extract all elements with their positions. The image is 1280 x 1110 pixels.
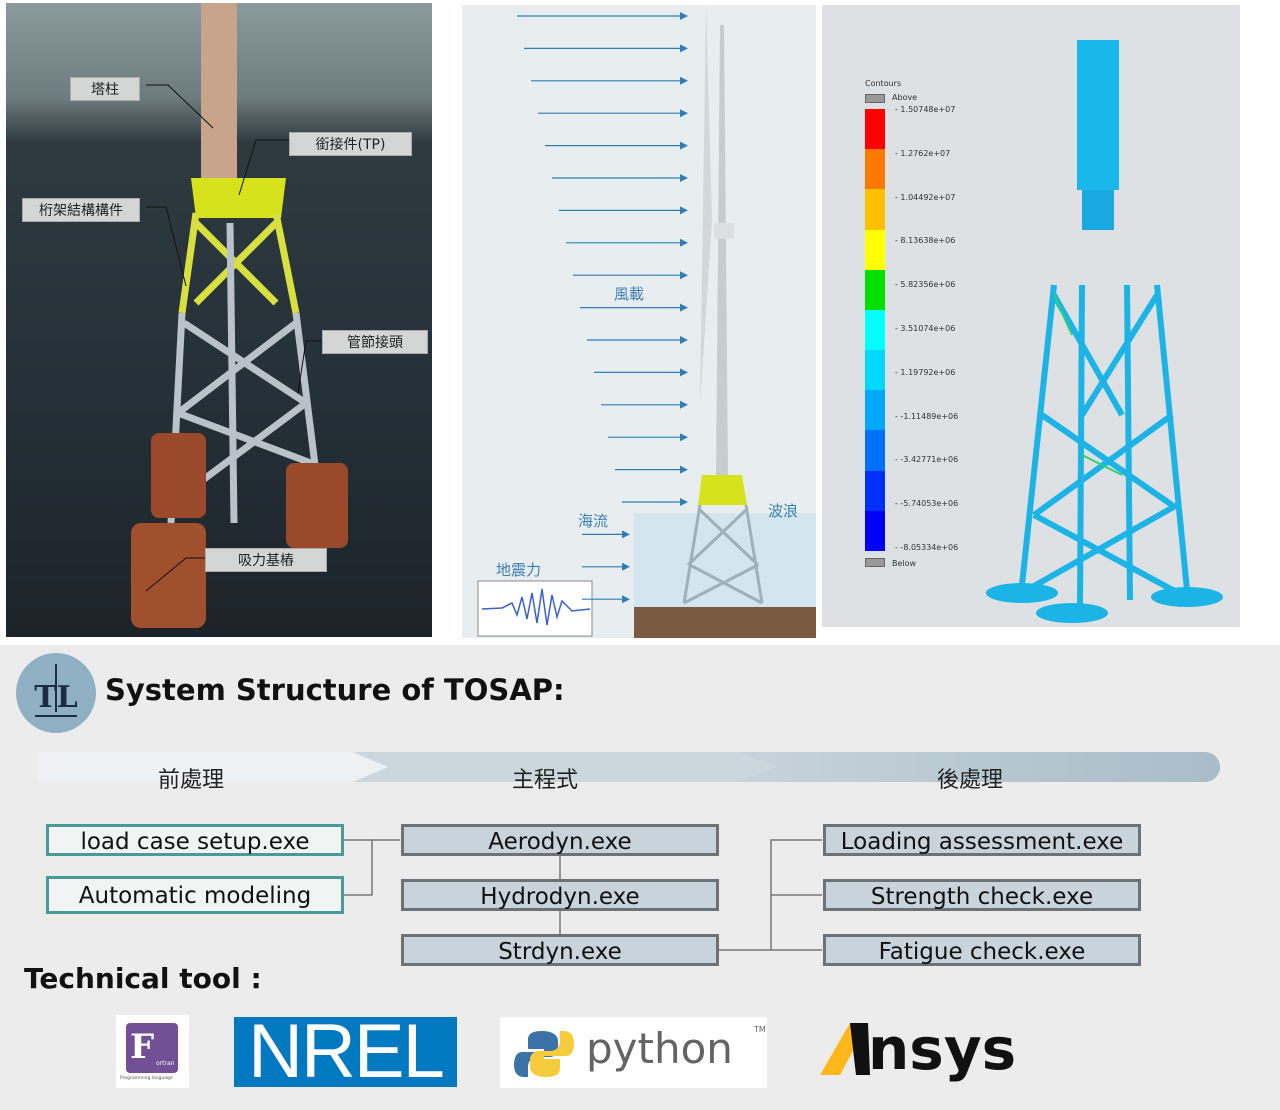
color-bar-segment (865, 470, 885, 511)
load-arrows (477, 5, 816, 638)
module-aerodyn: Aerodyn.exe (401, 824, 719, 856)
load-diagram: 風載 海流 地震力 波浪 (462, 5, 816, 638)
arrow-head (680, 76, 688, 85)
fortran-sub: ortran (156, 1060, 175, 1067)
color-bar-segment (865, 149, 885, 190)
label-wave: 波浪 (768, 502, 799, 520)
arrow-head (680, 336, 688, 344)
arrow-head (680, 44, 688, 53)
label-transition-piece: 銜接件(TP) (289, 132, 412, 156)
module-strength-check: Strength check.exe (823, 879, 1141, 911)
contour-value: - 1.50748e+07 (895, 105, 956, 114)
module-loading-assessment: Loading assessment.exe (823, 824, 1141, 856)
contour-value: - 5.82356e+06 (895, 280, 956, 290)
technical-tool-heading: Technical tool : (24, 962, 262, 995)
label-tower: 塔柱 (70, 77, 140, 101)
contour-value: - 8.13638e+06 (895, 236, 956, 246)
arrow-head (680, 400, 688, 409)
color-bar-segment (865, 430, 885, 471)
label-wind-load: 風載 (614, 285, 645, 303)
nrel-logo: NREL (234, 1014, 457, 1090)
jacket-illustration (131, 3, 348, 628)
ansys-a-mark (820, 1023, 870, 1075)
ansys-wordmark: nsys (868, 1015, 1017, 1083)
stage-preprocessing: 前處理 (158, 768, 225, 793)
label-suction-pile: 吸力基樁 (205, 548, 327, 572)
module-fatigue-check: Fatigue check.exe (823, 934, 1141, 966)
color-bar-segment (865, 390, 885, 431)
label-tubular-joint: 管節接頭 (322, 330, 428, 354)
python-wordmark: python (586, 1024, 733, 1073)
stress-contour-panel: Contours Above - 1.50748e+07 - 1.2762e+07… (822, 5, 1240, 627)
color-bar (865, 109, 885, 551)
ansys-logo: nsys (820, 1015, 1050, 1090)
color-bar-segment (865, 109, 885, 150)
arrow-head (680, 368, 688, 377)
arrow-head (622, 562, 630, 571)
contour-title: Contours (865, 79, 902, 88)
arrow-head (680, 174, 688, 182)
process-stage-bar (38, 752, 1220, 782)
color-bar-segment (865, 269, 885, 310)
python-snake-icon (514, 1031, 574, 1077)
contour-value: - -3.42771e+06 (895, 455, 959, 465)
color-bar-segment (865, 350, 885, 391)
below-label: Below (892, 559, 917, 568)
color-bar-segment (865, 189, 885, 230)
page-title: System Structure of TOSAP: (105, 673, 565, 707)
label-truss-member: 桁架結構構件 (22, 198, 140, 222)
fortran-badge (126, 1023, 178, 1073)
arrow-head (680, 465, 688, 474)
contour-value: - -5.74053e+06 (895, 499, 959, 509)
arrow-head (680, 498, 688, 506)
label-earthquake: 地震力 (496, 561, 542, 579)
module-hydrodyn: Hydrodyn.exe (401, 879, 719, 911)
fortran-letter: F (130, 1027, 155, 1067)
contour-value: - 1.2762e+07 (895, 148, 951, 158)
tosap-logo: TL (16, 653, 96, 733)
arrow-head (680, 271, 688, 280)
jacket-structure-image: 塔柱 銜接件(TP) 桁架結構構件 管節接頭 吸力基樁 (6, 3, 432, 637)
contour-value: - -1.11489e+06 (895, 411, 959, 421)
arrow-head (680, 206, 688, 215)
contour-value: - 1.19792e+06 (895, 367, 956, 377)
arrow-head (680, 12, 688, 20)
above-label: Above (892, 93, 918, 102)
below-swatch (865, 558, 885, 567)
trademark: TM (754, 1025, 766, 1034)
contour-model (986, 40, 1223, 623)
module-automatic-modeling: Automatic modeling (46, 876, 344, 914)
arrow-head (680, 109, 688, 118)
label-current: 海流 (578, 512, 609, 530)
fortran-caption: Programming language (120, 1076, 173, 1081)
arrow-head (680, 141, 688, 150)
arrow-head (622, 530, 630, 539)
arrow-head (680, 303, 688, 312)
contour-value: - 3.51074e+06 (895, 324, 956, 333)
arrow-head (622, 595, 630, 604)
module-strdyn: Strdyn.exe (401, 934, 719, 966)
color-bar-segment (865, 510, 885, 551)
module-load-case-setup: load case setup.exe (46, 824, 344, 856)
arrow-head (680, 433, 688, 442)
above-swatch (865, 94, 885, 103)
color-bar-segment (865, 229, 885, 270)
fortran-logo: F ortran Programming language (116, 1015, 189, 1088)
contour-value: - 1.04492e+07 (895, 192, 956, 202)
arrow-head (680, 238, 688, 247)
contour-value: - -8.05334e+06 (895, 543, 959, 552)
python-logo: python TM (500, 1017, 767, 1088)
color-bar-segment (865, 309, 885, 351)
stage-main-program: 主程式 (512, 768, 579, 793)
stage-postprocessing: 後處理 (937, 768, 1004, 793)
